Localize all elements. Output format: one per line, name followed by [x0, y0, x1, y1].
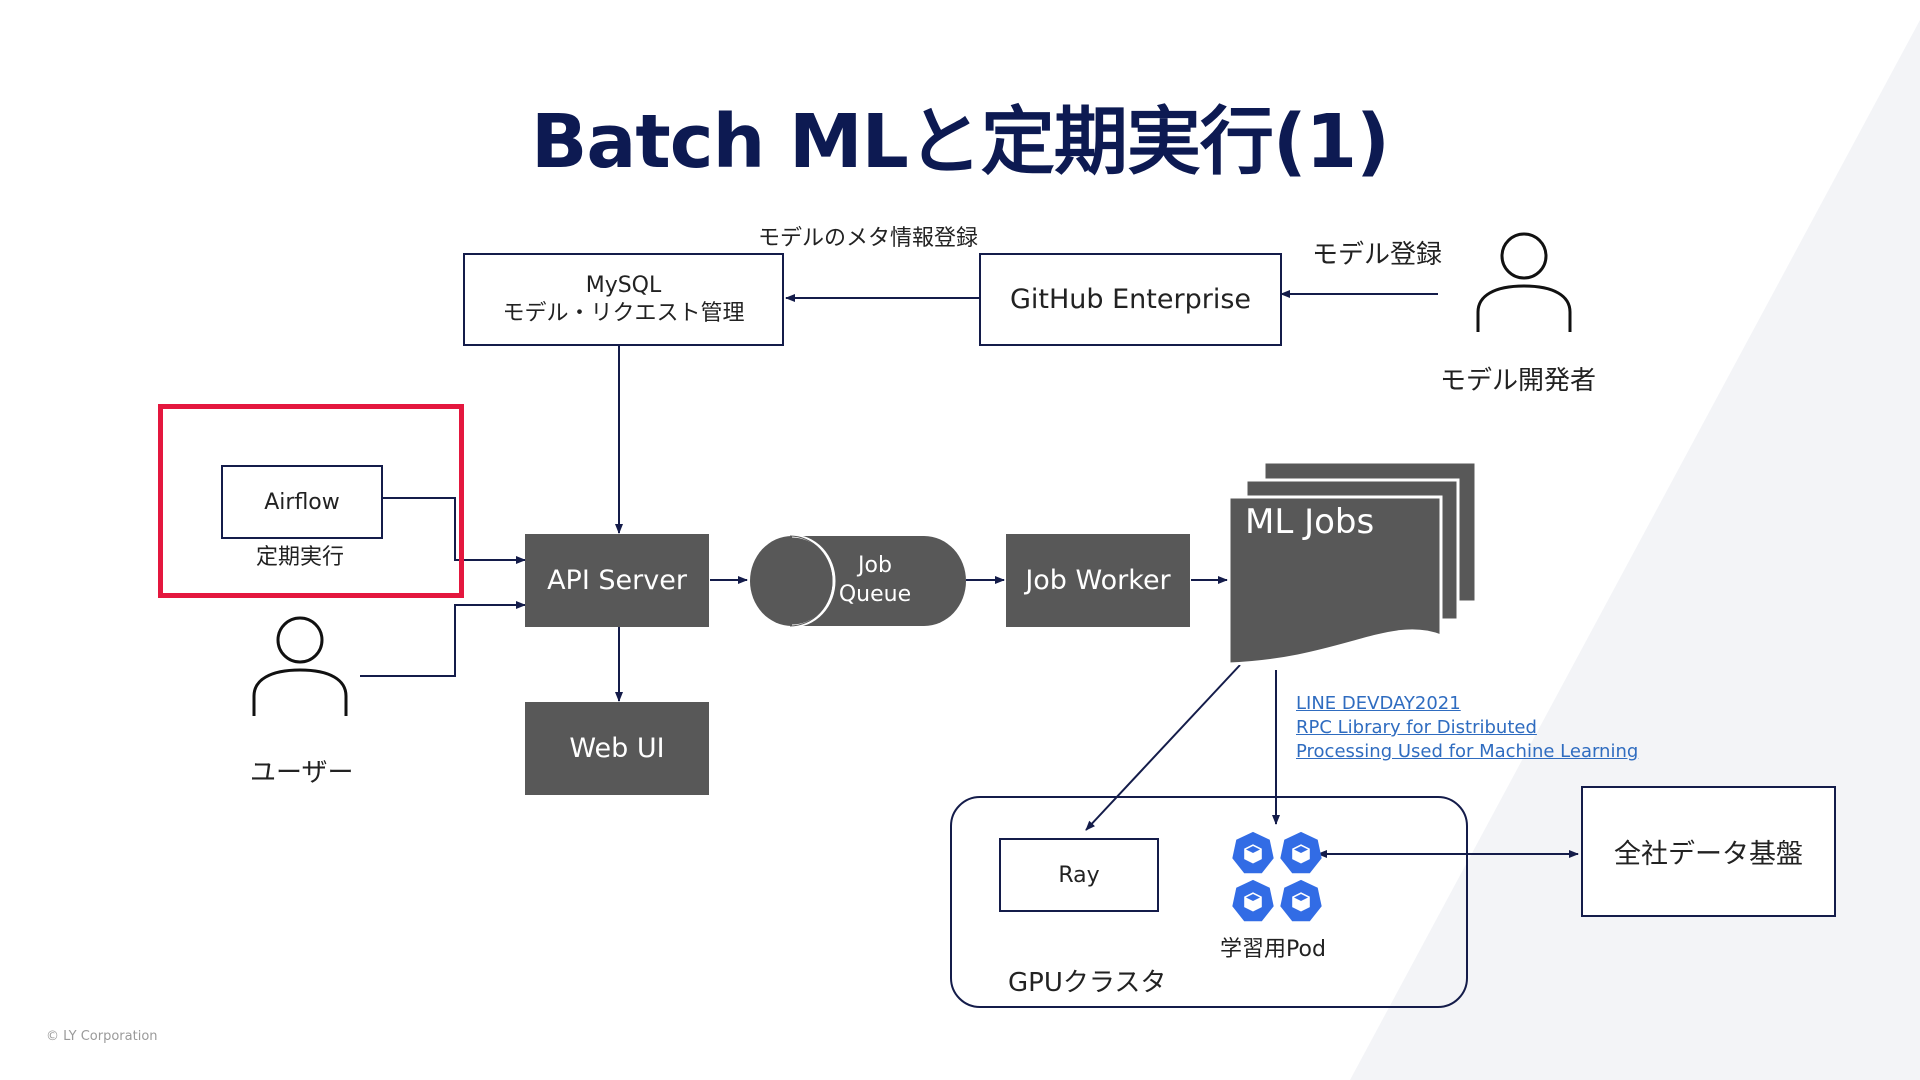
- api-server-label: API Server: [547, 565, 687, 596]
- mysql-box: MySQL モデル・リクエスト管理: [463, 253, 784, 346]
- ray-box: Ray: [999, 838, 1159, 912]
- page-title: Batch MLと定期実行(1): [531, 99, 1390, 185]
- job-queue-line1: Job: [858, 553, 892, 578]
- model-meta-register-label: モデルのメタ情報登録: [758, 226, 979, 251]
- mysql-subtitle: モデル・リクエスト管理: [502, 300, 745, 326]
- person-icon: [252, 616, 348, 716]
- devday-link-line3[interactable]: Processing Used for Machine Learning: [1296, 741, 1639, 762]
- arrow-user-to-api: [360, 601, 526, 677]
- person-icon: [1476, 232, 1572, 332]
- ray-label: Ray: [1058, 862, 1100, 888]
- gpu-cluster-label: GPUクラスタ: [1008, 968, 1167, 998]
- web-ui-label: Web UI: [569, 733, 665, 764]
- web-ui-box: Web UI: [525, 702, 709, 795]
- ml-jobs-stack: [1227, 460, 1478, 666]
- job-worker-box: Job Worker: [1006, 534, 1190, 627]
- airflow-box: Airflow: [221, 465, 383, 539]
- kubernetes-pod-icon: [1232, 831, 1274, 874]
- ml-jobs-label: ML Jobs: [1245, 502, 1375, 542]
- airflow-label: Airflow: [264, 489, 340, 515]
- user-label: ユーザー: [250, 758, 354, 788]
- api-server-box: API Server: [525, 534, 709, 627]
- job-queue-label: Job Queue: [820, 551, 930, 609]
- mysql-title: MySQL: [585, 272, 662, 298]
- job-worker-label: Job Worker: [1025, 565, 1171, 596]
- arrow-airflow-to-api: [382, 497, 526, 564]
- kubernetes-pod-icon: [1232, 879, 1274, 922]
- devday-link-line1[interactable]: LINE DEVDAY2021: [1296, 693, 1461, 714]
- kubernetes-pod-icon: [1280, 879, 1322, 922]
- model-developer-label: モデル開発者: [1440, 366, 1597, 396]
- job-queue-line2: Queue: [838, 582, 912, 607]
- model-register-label: モデル登録: [1312, 240, 1443, 270]
- copyright-footer: © LY Corporation: [46, 1029, 158, 1044]
- gpu-cluster-frame: [950, 796, 1468, 1008]
- data-platform-label: 全社データ基盤: [1614, 839, 1803, 870]
- devday-link-line2[interactable]: RPC Library for Distributed: [1296, 717, 1537, 738]
- scheduled-run-label: 定期実行: [256, 545, 345, 570]
- data-platform-box: 全社データ基盤: [1581, 786, 1836, 917]
- arrow-mljobs-to-ray: [1085, 664, 1241, 831]
- highlight-frame: [158, 404, 464, 598]
- github-enterprise-label: GitHub Enterprise: [1009, 284, 1252, 315]
- kubernetes-pod-icon: [1280, 831, 1322, 874]
- job-queue-shape: [750, 534, 966, 628]
- training-pod-label: 学習用Pod: [1220, 937, 1326, 962]
- github-enterprise-box: GitHub Enterprise: [979, 253, 1282, 346]
